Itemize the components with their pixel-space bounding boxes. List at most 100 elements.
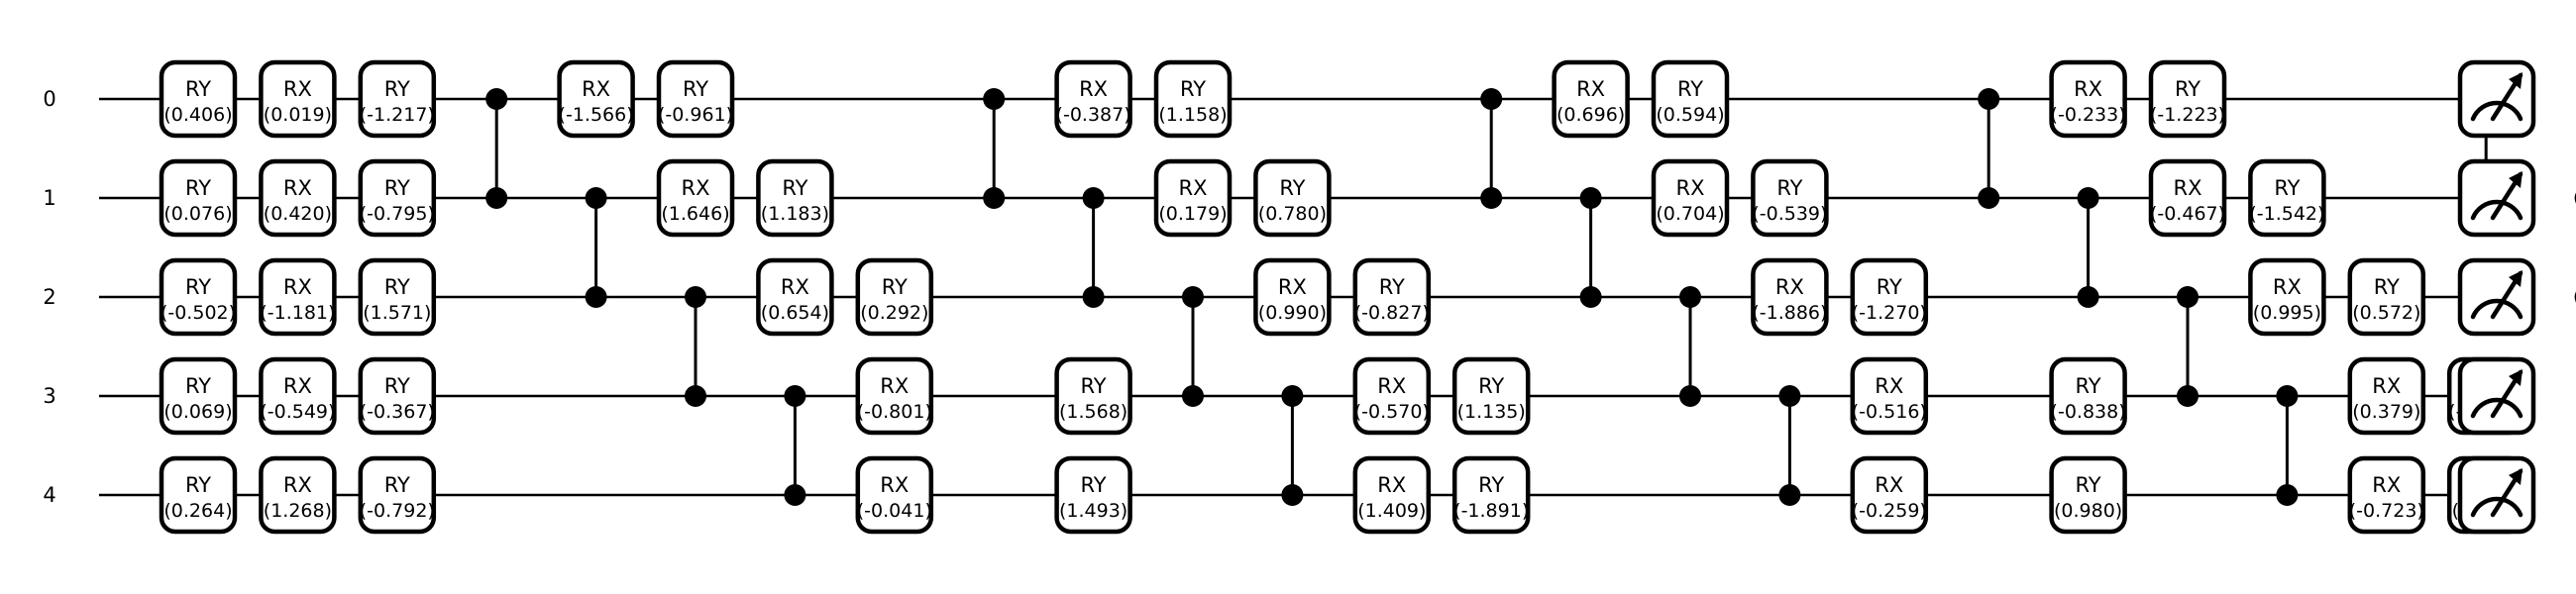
gate-param: (0.980) [2054,500,2122,522]
gate-name: RX [781,275,809,299]
meter-arc [2470,298,2523,320]
gate-box [1352,356,1432,436]
gate-param: (-0.387) [1056,104,1131,126]
gate-param: (1.568) [1059,401,1127,423]
control-dot [585,286,607,308]
gate-box [259,356,337,436]
gate-box [1451,356,1531,436]
control-dot [1281,385,1304,407]
gate-param: (-0.367) [360,401,435,423]
gate-box [1850,356,1929,436]
control-dot [983,88,1006,110]
gate-param: (1.409) [1357,500,1426,522]
gate-rx: RX(-0.467) [2148,158,2227,238]
gate-name: RY [384,176,410,200]
gate-ry: RY(1.183) [756,158,834,238]
gate-rx: RX(-0.259) [1850,455,1929,535]
control-dot [1480,187,1503,209]
gate-name: RY [185,176,211,200]
gate-ry: RY (0.076) [159,158,238,238]
gate-name: RY [1180,77,1206,101]
gate-name: RX [2273,275,2302,299]
gate-param: (0.594) [1656,104,1724,126]
gate-param: (0.990) [1258,302,1327,324]
gate-rx: RX(0.179) [1153,158,1233,238]
gate-ry: RY(-0.367) [358,356,437,436]
gate-box [1054,455,1132,535]
gate-param: (-1.217) [360,104,435,126]
gate-box [2148,59,2227,139]
gate-ry: RY(1.158) [1153,59,1233,139]
gate-name: RY [882,275,908,299]
gate-name: RY [384,275,410,299]
control-dot [1480,88,1503,110]
gate-param: (-0.795) [360,203,435,225]
gate-rx: RX(-0.549) [259,356,337,436]
control-dot [585,187,607,209]
gate-param: (-1.566) [559,104,634,126]
gate-ry: RY(-1.217) [358,59,437,139]
gate-rx: RX(-0.570) [1352,356,1432,436]
gate-ry: RY(0.292) [855,257,934,337]
gate-box [557,59,635,139]
control-dot [685,385,706,407]
gate-ry: RY(0.780) [1253,158,1332,238]
gate-box [1153,158,1233,238]
gate-name: RX [1576,77,1605,101]
gate-box [1451,455,1531,535]
meter-icon [2457,356,2536,436]
gate-ry: RY(0.264) [159,455,238,535]
gate-ry: RY(1.571) [358,257,437,337]
gate-box [259,158,337,238]
gate-param: (0.696) [1556,104,1625,126]
gate-name: RX [2372,473,2401,497]
gate-param: (0.076) [163,203,232,225]
gate-ry: RY(-0.838) [2049,356,2127,436]
gate-box [259,59,337,139]
measurement-box [2457,356,2536,436]
gate-param: (-0.723) [2349,500,2424,522]
control-dot [1182,286,1204,308]
gate-param: (0.704) [1656,203,1724,225]
gate-box [358,59,437,139]
control-dot [2177,286,2199,308]
gate-box [1153,59,1233,139]
meter-arrowhead [2509,468,2522,485]
control-dot [2077,286,2099,308]
gate-param: (-0.467) [2150,203,2225,225]
gate-name: RX [682,176,710,200]
gate-param: (-0.549) [260,401,335,423]
gate-param: (0.179) [1158,203,1227,225]
gate-name: RY [185,275,211,299]
gate-ry: RY(-0.961) [656,59,735,139]
gate-box [1651,158,1730,238]
gate-rx: RX(-1.566) [557,59,635,139]
gate-rx: RX(0.654) [756,257,834,337]
gate-ry: RY(-1.223) [2148,59,2227,139]
gate-name: RY [1478,473,1504,497]
gate-box [756,158,834,238]
gate-box [1751,158,1829,238]
gate-box [1352,257,1432,337]
wire-label: 4 [43,483,55,507]
gate-box [259,257,337,337]
gate-name: RX [283,473,312,497]
gate-name: RX [880,374,909,398]
control-dot [784,385,806,407]
gate-param: (0.019) [264,104,332,126]
gate-box [2049,356,2127,436]
control-dot [1679,286,1701,308]
gate-box [2347,356,2426,436]
gate-box [656,158,735,238]
gate-param: (-0.801) [857,401,932,423]
control-dot [685,286,706,308]
gate-rx: RX (-0.723) [2347,455,2426,535]
gate-name: RY [1677,77,1703,101]
gate-param: (-0.961) [658,104,733,126]
gate-name: RX [2074,77,2102,101]
control-dot [485,187,508,209]
gate-param: (0.420) [264,203,332,225]
gate-name: RX [1875,473,1903,497]
gate-box [1850,257,1929,337]
gate-rx: RX (0.696) [1552,59,1630,139]
